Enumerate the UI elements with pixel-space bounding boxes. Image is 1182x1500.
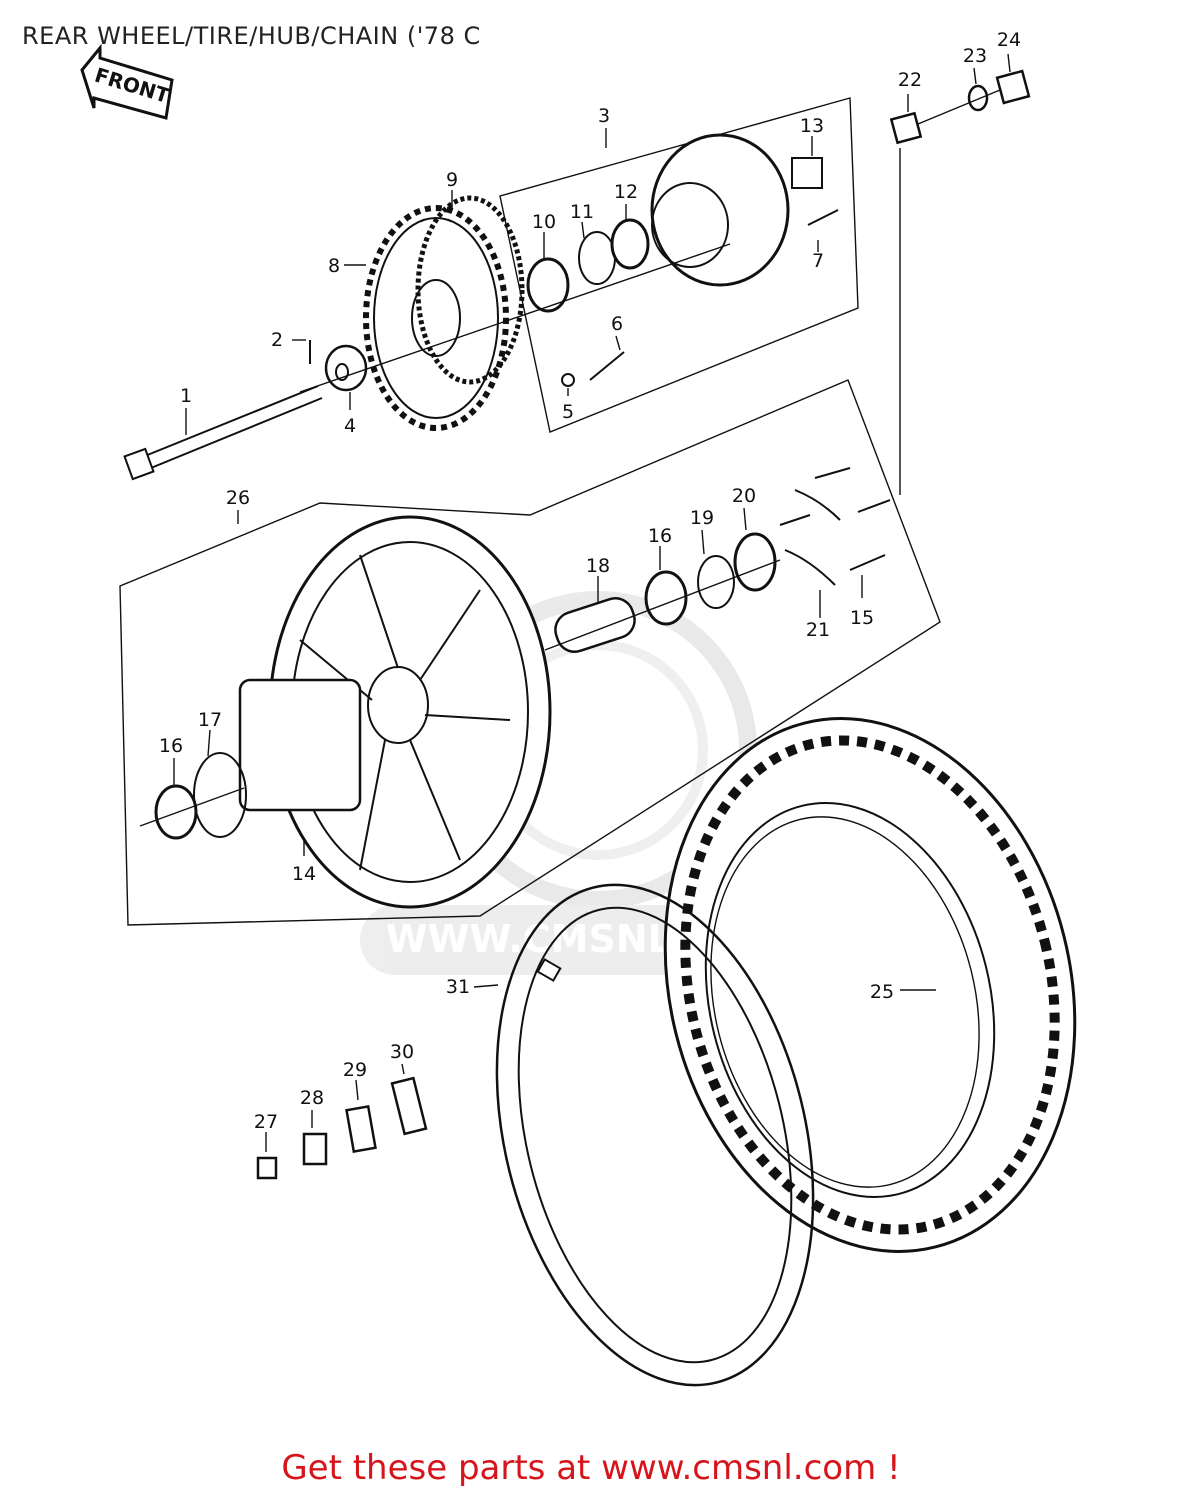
hub-stud [791,157,823,189]
leader-lines [173,53,1011,1152]
callout-8: 8 [328,255,340,277]
wheel-circlip [697,555,735,609]
rear-sprocket [363,205,509,431]
callout-24: 24 [997,29,1021,51]
callout-29: 29 [343,1059,367,1081]
collar [324,344,368,392]
callout-14: 14 [292,863,316,885]
balance-weight-10g [256,1156,278,1180]
front-arrow-icon: FRONT [80,43,174,120]
callout-1: 1 [180,385,192,407]
callout-28: 28 [300,1087,324,1109]
hub-nut [561,373,575,387]
hub-group-frame [499,97,859,433]
callout-12: 12 [614,181,638,203]
callout-5: 5 [562,401,574,423]
inner-tube [495,883,815,1387]
callout-17: 17 [198,709,222,731]
callout-26: 26 [226,487,250,509]
callout-31: 31 [446,976,470,998]
callout-20: 20 [732,485,756,507]
wheel-oil-seal [733,532,777,592]
part-callouts: 1 2 3 4 5 6 7 8 9 10 11 12 13 14 15 16 1… [159,29,1021,1133]
axle [123,385,323,481]
callout-6: 6 [611,313,623,335]
callout-16-left: 16 [159,735,183,757]
callout-13: 13 [800,115,824,137]
ball-bearing [610,218,650,270]
washer [967,84,989,112]
right-wheel-bearing [644,570,688,626]
callout-18: 18 [586,555,610,577]
axle-nut [889,111,923,145]
drive-chain [415,195,525,385]
callout-11: 11 [570,201,594,223]
callout-30: 30 [390,1041,414,1063]
callout-3: 3 [598,105,610,127]
callout-25: 25 [870,981,894,1003]
footer-link[interactable]: Get these parts at www.cmsnl.com ! [281,1448,901,1488]
callout-22: 22 [898,69,922,91]
balance-weight-40g [390,1076,428,1136]
callout-16-wheel: 16 [648,525,672,547]
callout-27: 27 [254,1111,278,1133]
callout-7: 7 [812,250,824,272]
wheel-damper [238,678,362,812]
tube-valve [536,958,562,982]
callout-15: 15 [850,607,874,629]
callout-23: 23 [963,45,987,67]
wheel-group-frame [119,379,941,926]
balance-weight-20g [302,1132,328,1166]
lock-plate [589,351,625,381]
callout-2: 2 [271,329,283,351]
balance-weight-30g [345,1104,377,1154]
rear-tire [663,717,1077,1253]
hub-bolt [807,209,839,226]
stud-bolts [779,467,891,571]
page-title: REAR WHEEL/TIRE/HUB/CHAIN ('78 C [22,22,481,50]
cap-nut [995,69,1031,105]
callout-21: 21 [806,619,830,641]
sprocket-hub [650,133,790,287]
oil-seal [526,257,570,313]
torque-link-plates [784,489,841,586]
callout-9: 9 [446,169,458,191]
callout-4: 4 [344,415,356,437]
left-wheel-bearing [154,784,198,840]
callout-19: 19 [690,507,714,529]
callout-10: 10 [532,211,556,233]
circlip [578,231,616,285]
o-ring [193,752,247,838]
